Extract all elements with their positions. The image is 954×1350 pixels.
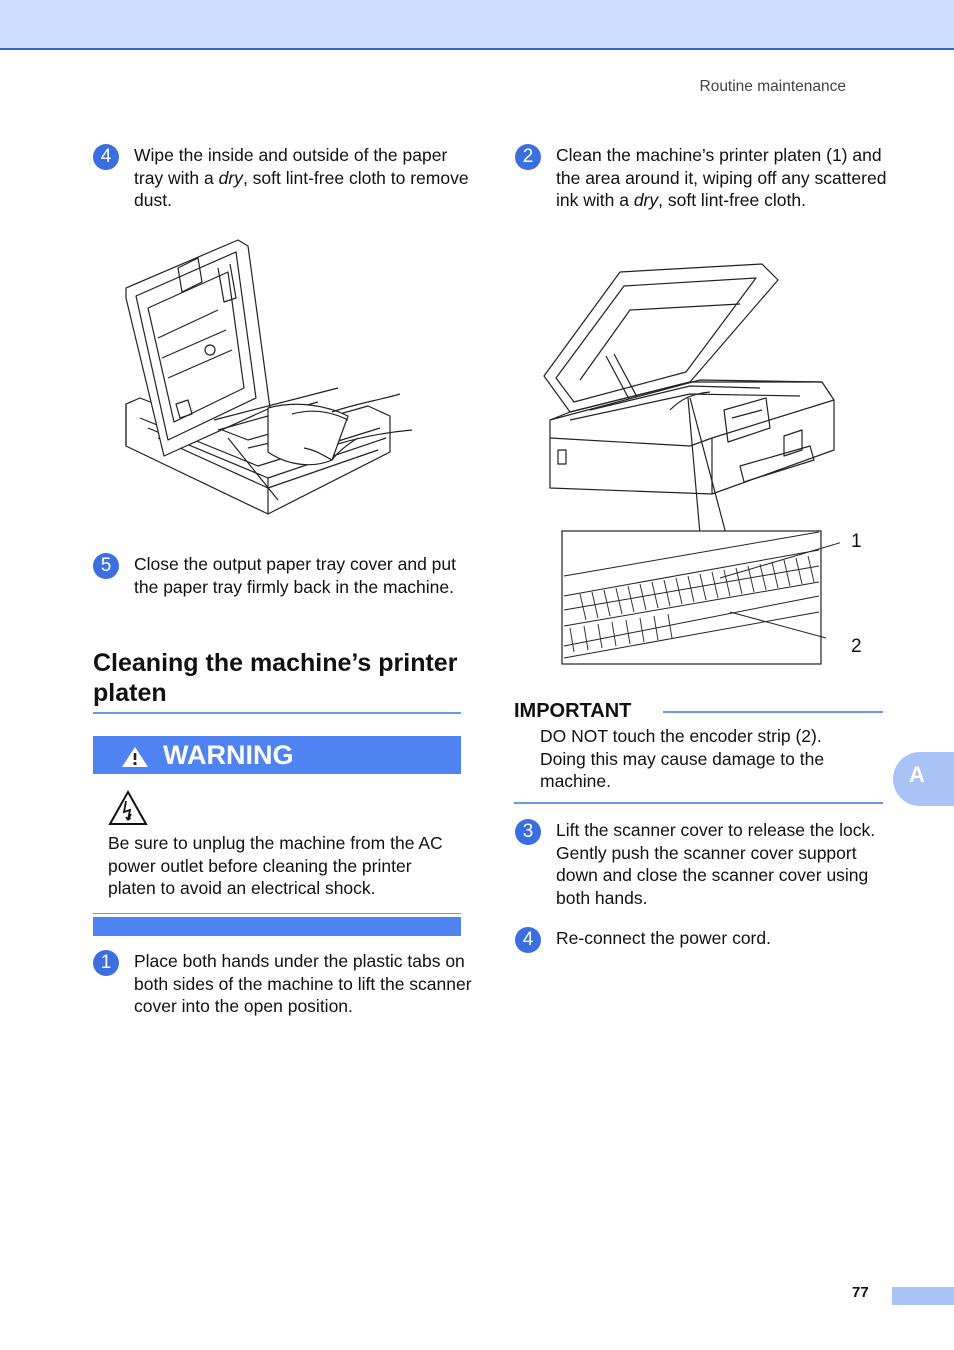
important-text: DO NOT touch the encoder strip (2). Doin… [540,726,825,791]
callout-2-encoder-strip: 2 [851,636,862,657]
footer-bar [892,1287,954,1305]
step-4-reconnect-power: 4 Re-connect the power cord. [515,927,896,953]
callout-1-platen: 1 [851,531,862,552]
appendix-side-tab: A [893,752,954,806]
step-4-wipe-tray: 4 Wipe the inside and outside of the pap… [93,144,474,212]
step-number-badge: 3 [515,819,541,845]
printer-platen-illustration [543,263,840,665]
section-title: Cleaning the machine’s printer platen [93,649,458,707]
running-header: Routine maintenance [699,78,847,95]
step-3-close-scanner: 3 Lift the scanner cover to release the … [515,819,896,909]
step-number-badge: 5 [93,553,119,579]
warning-end-bar [93,917,461,936]
important-rule-top [663,711,883,713]
electric-shock-icon [108,790,148,825]
important-title: IMPORTANT [514,700,632,722]
important-rule-bottom [514,802,883,804]
step-number-badge: 4 [93,144,119,170]
page-number: 77 [852,1284,869,1301]
platen-detail [563,531,820,659]
step-5-close-tray: 5 Close the output paper tray cover and … [93,553,474,598]
step-number-badge: 1 [93,950,119,976]
warning-text: Be sure to unplug the machine from the A… [108,833,443,898]
warning-banner: WARNING [93,736,461,774]
step-2-clean-platen: 2 Clean the machine’s printer platen (1)… [515,144,896,212]
step-number-badge: 2 [515,144,541,170]
paper-tray-illustration [125,239,413,515]
step-1-lift-cover: 1 Place both hands under the plastic tab… [93,950,474,1018]
warning-triangle-icon [122,747,148,767]
warning-end-line [93,913,461,914]
step-number-badge: 4 [515,927,541,953]
header-band [0,0,954,50]
section-divider [93,712,461,714]
